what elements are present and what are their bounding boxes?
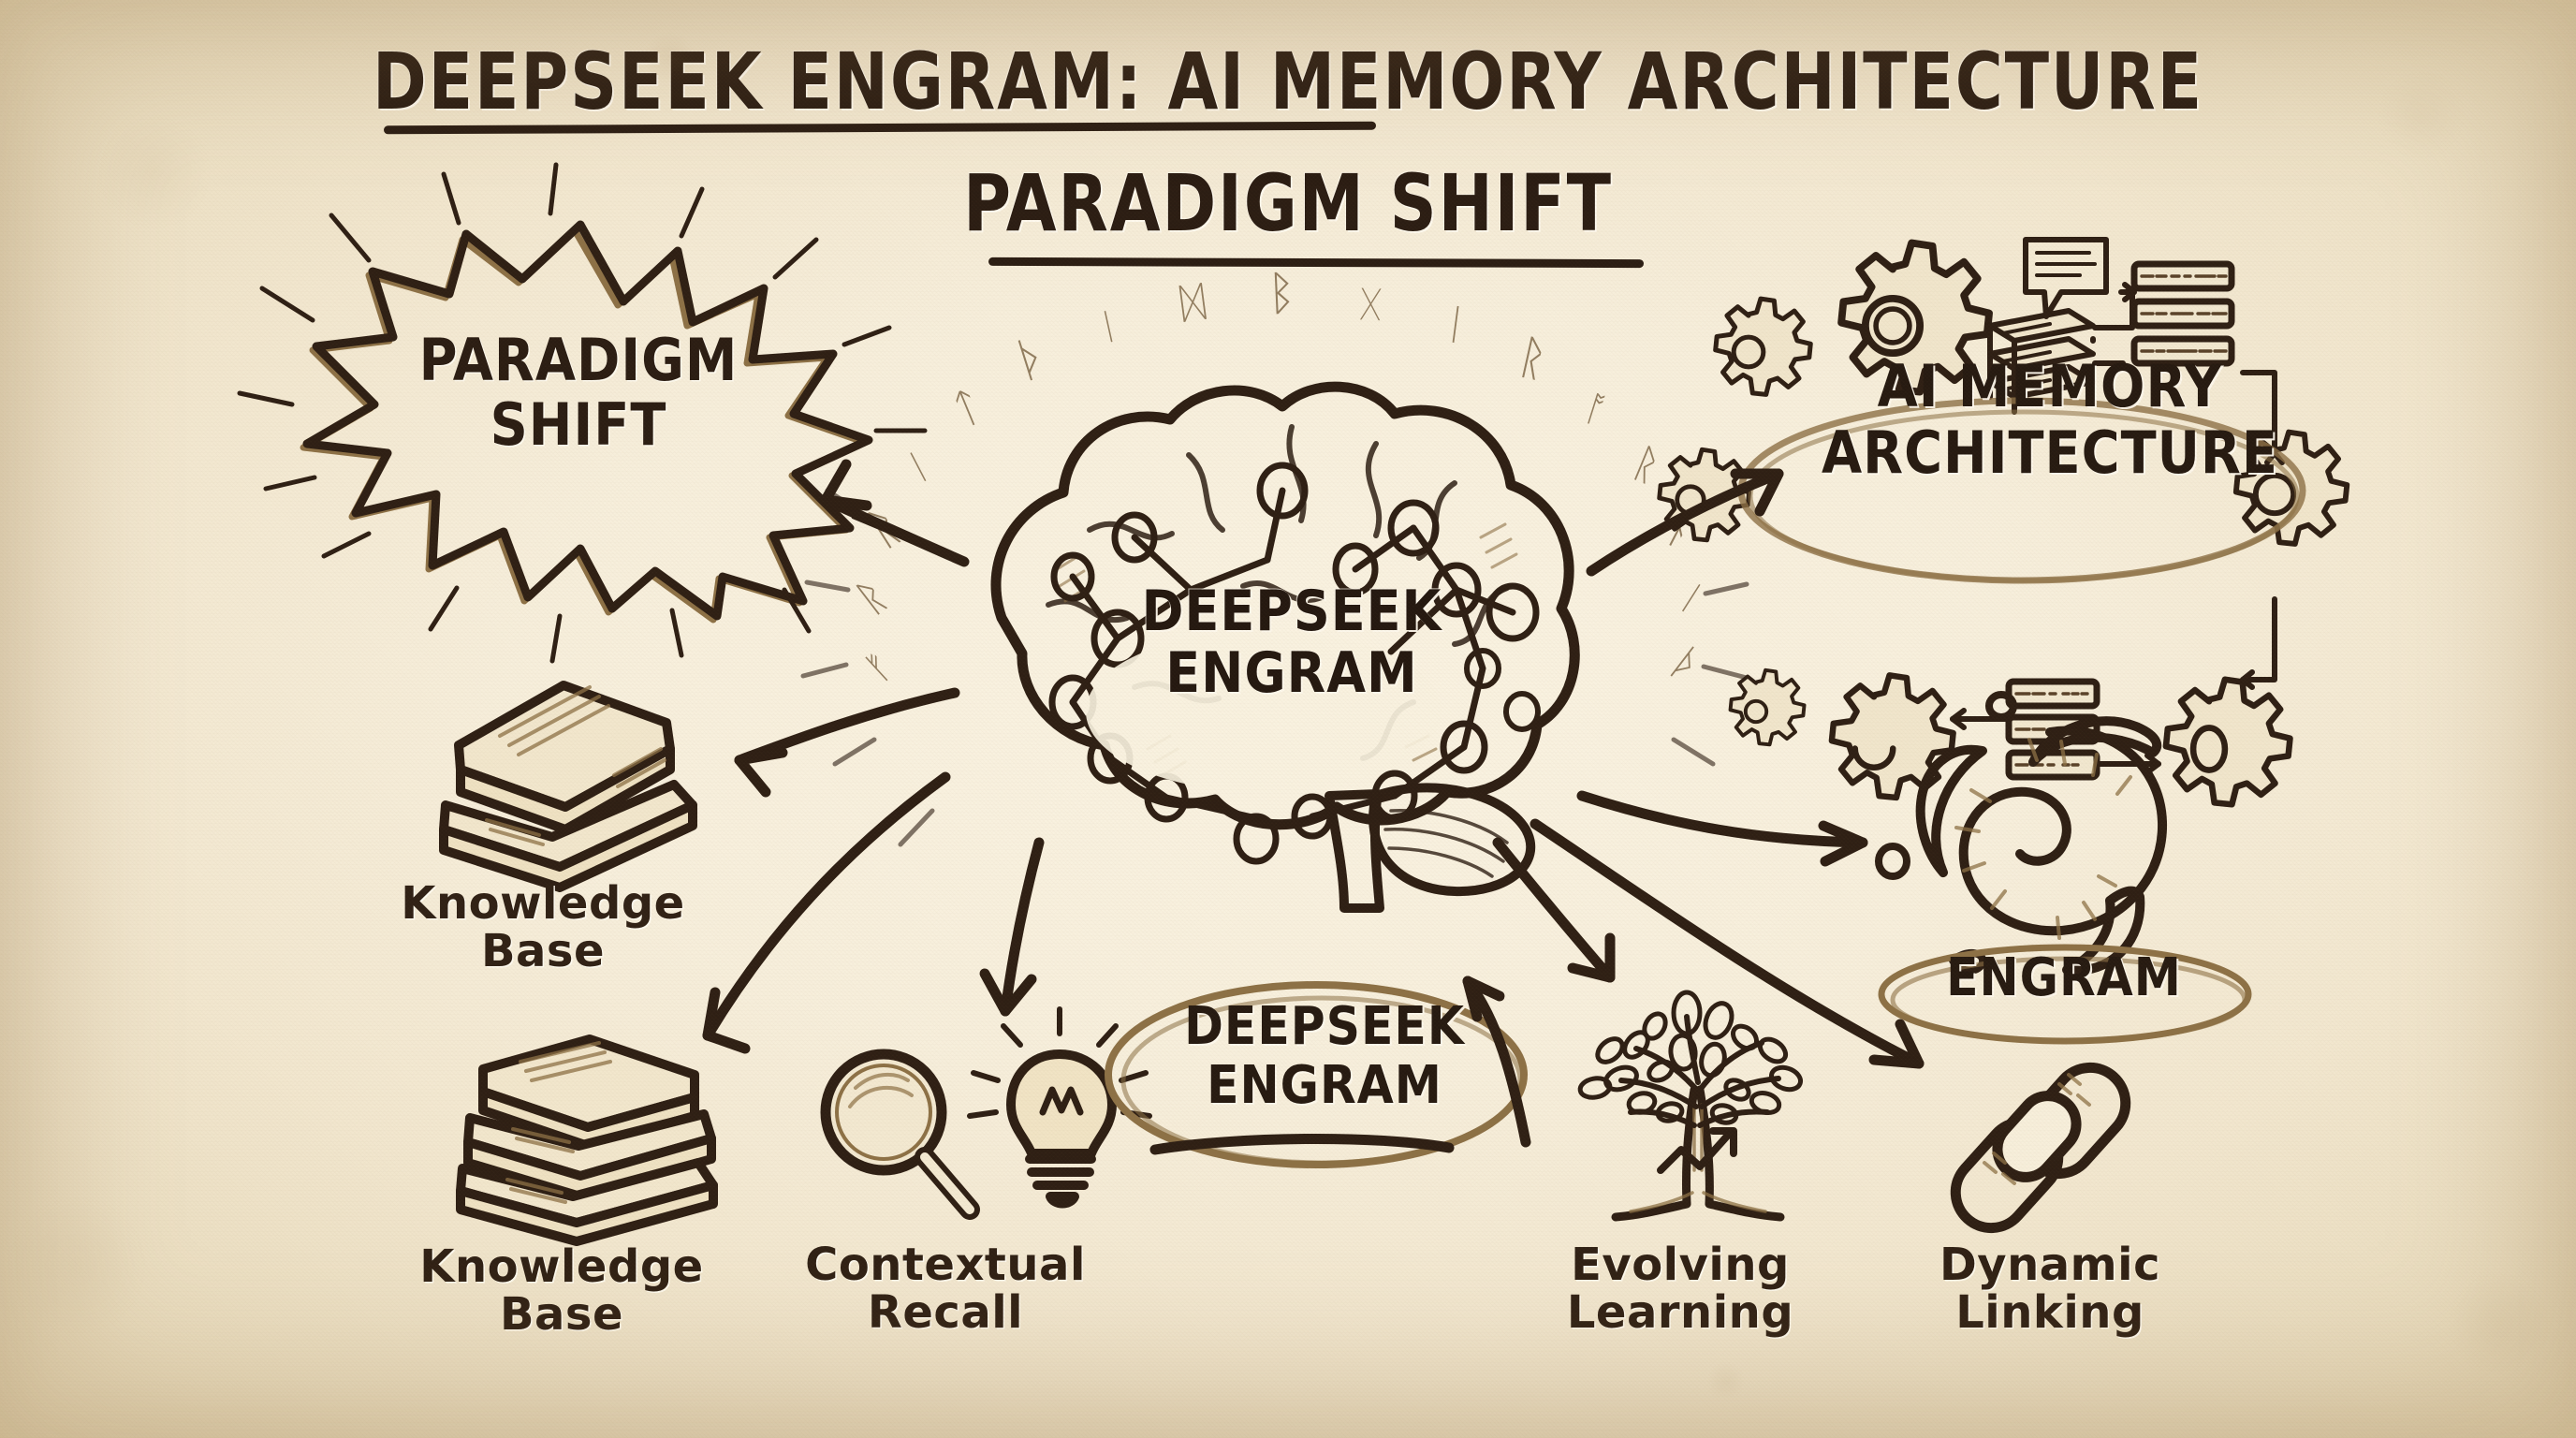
- arrow-to-contextual-recall: [1000, 837, 1045, 1017]
- dse-line-1: DEEPSEEK: [1184, 996, 1465, 1057]
- magnifier-icon: [820, 1049, 980, 1220]
- cr-line-2: Recall: [867, 1285, 1024, 1339]
- engram-pill[interactable]: [1870, 940, 2263, 1057]
- dynamic-linking-label: Dynamic Linking: [1891, 1241, 2209, 1337]
- gear-icon: [1728, 668, 1807, 747]
- dl-line-1: Dynamic: [1939, 1239, 2161, 1291]
- rune-glyph: ᛁ: [1441, 300, 1471, 350]
- kb-upper-line-1: Knowledge: [401, 877, 685, 930]
- contextual-recall-label: Contextual Recall: [777, 1241, 1114, 1337]
- architecture-label-line-2: ARCHITECTURE: [1822, 418, 2278, 487]
- chain-links-icon[interactable]: [1919, 1058, 2190, 1264]
- burst-line-2: SHIFT: [490, 390, 667, 460]
- arrow-to-architecture: [1586, 468, 1784, 577]
- dl-line-2: Linking: [1955, 1285, 2144, 1339]
- speech-bubble-icon: [2023, 237, 2109, 319]
- paradigm-shift-burst[interactable]: PARADIGM SHIFT: [237, 162, 928, 664]
- gear-icon: [2162, 676, 2293, 808]
- el-line-2: Learning: [1566, 1285, 1794, 1339]
- lightbulb-icon: [1006, 1049, 1117, 1209]
- cr-line-1: Contextual: [805, 1239, 1086, 1291]
- center-label-line-1: DEEPSEEK: [1141, 579, 1442, 644]
- gear-icon: [1713, 296, 1813, 397]
- brain-network-icon[interactable]: [889, 309, 1657, 913]
- page-title-line-1: DEEPSEEK ENGRAM: AI MEMORY ARCHITECTURE: [373, 36, 2203, 127]
- data-bars-bottom: [2005, 678, 2100, 781]
- kb-lower-line-1: Knowledge: [419, 1240, 704, 1293]
- deepseek-node-label: DEEPSEEK ENGRAM: [1114, 996, 1535, 1116]
- engram-node-label: ENGRAM: [1946, 947, 2182, 1008]
- gear-icon: [1828, 672, 1956, 801]
- knowledge-base-lower-label: Knowledge Base: [393, 1243, 730, 1339]
- books-stack-icon[interactable]: [421, 665, 739, 908]
- arrow-to-kb-lower: [702, 771, 951, 1041]
- el-line-1: Evolving: [1571, 1239, 1790, 1291]
- rune-glyph: ᚷ: [1359, 283, 1383, 325]
- data-bars-top: [2130, 260, 2235, 367]
- gear-icon: [2232, 429, 2350, 547]
- deepseek-engram-pill[interactable]: [1095, 970, 1563, 1199]
- books-stack-icon[interactable]: [440, 1020, 749, 1255]
- arrow-to-deepseek-oval: [1462, 976, 1531, 1148]
- arrow-to-dynamic-linking: [1530, 818, 1925, 1069]
- architecture-label-line-1: AI MEMORY: [1877, 352, 2223, 420]
- knowledge-base-upper-label: Knowledge Base: [374, 880, 711, 976]
- arrow-to-engram: [1576, 790, 1868, 848]
- burst-line-1: PARADIGM: [418, 326, 739, 394]
- center-label-line-2: ENGRAM: [1165, 640, 1418, 706]
- architecture-label: AI MEMORY ARCHITECTURE: [1760, 352, 2340, 487]
- rune-glyph: ᛞ: [1178, 278, 1208, 329]
- kb-upper-line-2: Base: [480, 924, 606, 977]
- rune-glyph: ᛒ: [1266, 265, 1297, 320]
- arrow-to-burst: [820, 494, 970, 567]
- growing-tree-icon[interactable]: [1544, 990, 1853, 1245]
- dse-line-2: ENGRAM: [1207, 1054, 1442, 1116]
- magnifier-lightbulb-icon[interactable]: [805, 1006, 1152, 1264]
- page-title-line-2: PARADIGM SHIFT: [963, 157, 1613, 249]
- burst-text: PARADIGM SHIFT: [279, 328, 878, 458]
- kb-lower-line-2: Base: [499, 1287, 624, 1341]
- center-node-label: DEEPSEEK ENGRAM: [1114, 580, 1470, 704]
- gear-icon: [1837, 239, 1993, 396]
- arrow-to-evolving-learning: [1492, 837, 1616, 983]
- evolving-learning-label: Evolving Learning: [1516, 1241, 1844, 1337]
